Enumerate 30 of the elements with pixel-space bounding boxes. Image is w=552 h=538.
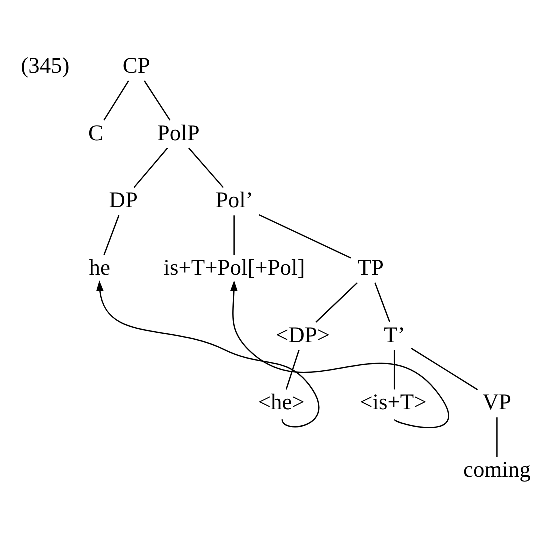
- node-text: <is+T>: [360, 390, 427, 415]
- arrow: [230, 280, 450, 428]
- connector: [411, 348, 478, 390]
- node-text: T’: [384, 322, 406, 348]
- node-text: TP: [358, 254, 384, 280]
- node-text: he: [89, 254, 110, 280]
- connector: [259, 214, 352, 259]
- node-text: CP: [122, 52, 150, 78]
- connector: [144, 80, 171, 121]
- node-text: is+T+Pol[+Pol]: [164, 254, 306, 280]
- connector: [496, 418, 498, 458]
- connector: [374, 282, 391, 323]
- node-text: <he>: [258, 390, 305, 415]
- node-text: VP: [482, 390, 512, 415]
- connector: [286, 350, 300, 390]
- connector: [394, 350, 396, 390]
- arrow: [96, 280, 320, 428]
- node-text: PolP: [157, 120, 200, 146]
- node-text: <DP>: [276, 322, 330, 348]
- connector: [104, 215, 120, 256]
- connector: [234, 216, 235, 256]
- connector: [316, 282, 358, 323]
- node-text: coming: [464, 456, 531, 482]
- node-text: Pol’: [216, 188, 254, 213]
- label: (345): [21, 52, 70, 78]
- node-text: C: [88, 120, 104, 146]
- node-text: DP: [109, 188, 138, 213]
- connector: [188, 148, 224, 188]
- connector: [104, 80, 130, 121]
- connector: [134, 148, 168, 188]
